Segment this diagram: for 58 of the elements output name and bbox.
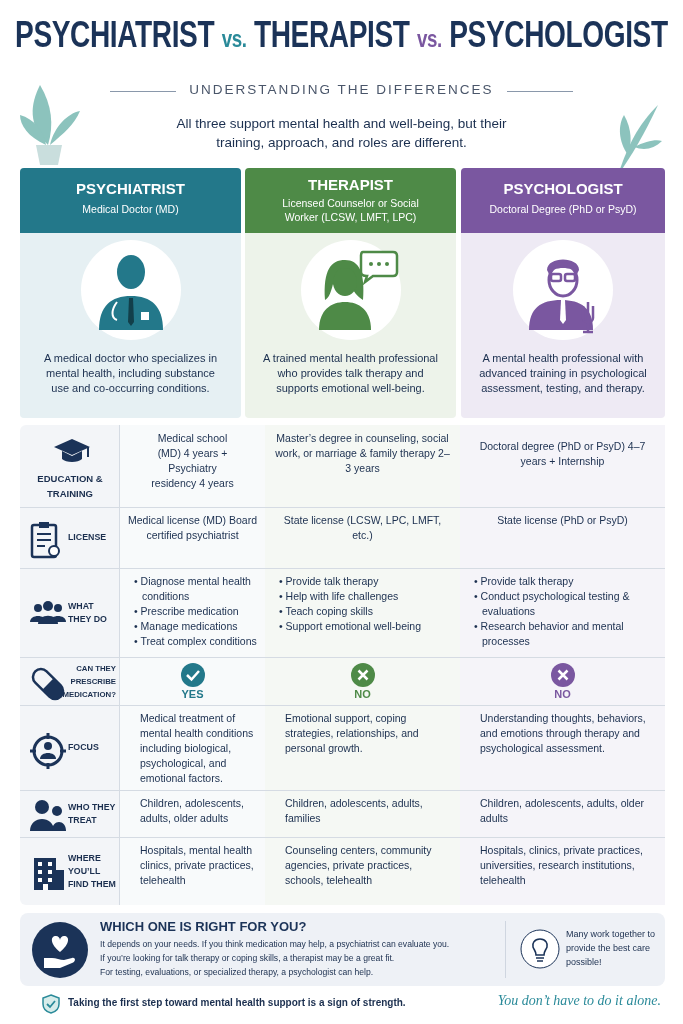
- row-heading: WHERE YOU’LL FIND THEM: [68, 851, 117, 891]
- cell-text: Children, adolescents, adults, families: [285, 796, 424, 826]
- bullet-item: • Diagnose mental health conditions: [134, 574, 252, 604]
- row-heading: EDUCATION & TRAINING: [36, 472, 104, 501]
- row-heading: FOCUS: [68, 741, 100, 754]
- profession-card: [245, 168, 456, 418]
- card-subheading: Medical Doctor (MD): [81, 202, 180, 216]
- cell-text: Hospitals, mental health clinics, private practices, telehealth: [140, 843, 255, 888]
- intro-text: All three support mental health and well-being, but their training, approach, and roles are different.: [175, 115, 508, 152]
- cell-text: Medical treatment of mental health conditions including biological, psychological, and emotional factors.: [140, 711, 255, 786]
- row-heading: LICENSE: [68, 531, 108, 544]
- card-heading: THERAPIST: [307, 176, 394, 193]
- cell-text: Emotional support, coping strategies, relationships, and personal growth.: [285, 711, 420, 756]
- cell-text: Understanding thoughts, behaviors, and emotions through therapy and psychological assessment.: [480, 711, 647, 756]
- side-note-text: Many work together to provide the best care possible!: [566, 928, 657, 969]
- profession-card: [461, 168, 665, 418]
- cell-text: State license (LCSW, LPC, LMFT, etc.): [282, 513, 443, 543]
- answer-text: NO: [553, 688, 572, 700]
- cell-text: Doctoral degree (PhD or PsyD) 4–7 years + Internship: [478, 439, 647, 469]
- panel-text: For testing, evaluations, or specialized therapy, a psychologist can help.: [100, 966, 375, 979]
- bullet-item: • Manage medications: [134, 619, 239, 634]
- card-heading: PSYCHOLOGIST: [502, 180, 624, 197]
- bullet-item: • Help with life challenges: [279, 589, 400, 604]
- cell-text: Medical school (MD) 4 years + Psychiatry residency 4 years: [150, 431, 235, 491]
- card-subheading: Licensed Counselor or Social Worker (LCSW, LMFT, LPC): [281, 196, 420, 224]
- card-heading: PSYCHIATRIST: [75, 180, 186, 197]
- bullet-item: • Teach coping skills: [279, 604, 374, 619]
- row-heading: WHAT THEY DO: [68, 599, 108, 626]
- closing-slogan: You don’t have to do it alone.: [497, 993, 661, 1009]
- cell-text: State license (PhD or PsyD): [496, 513, 629, 528]
- panel-heading: WHICH ONE IS RIGHT FOR YOU?: [100, 919, 307, 934]
- bullet-item: • Prescribe medication: [134, 604, 240, 619]
- footer-note: Taking the first step toward mental health support is a sign of strength.: [68, 997, 406, 1008]
- main-title: PSYCHIATRIST vs. THERAPIST vs. PSYCHOLOGIST: [15, 14, 668, 56]
- panel-text: It depends on your needs. If you think medication may help, a psychiatrist can evaluate you.: [100, 938, 451, 951]
- answer-text: YES: [180, 688, 205, 700]
- profession-card: [20, 168, 241, 418]
- cell-text: Children, adolescents, adults, older adults: [480, 796, 645, 826]
- cell-text: Medical license (MD) Board certified psychiatrist: [128, 513, 257, 543]
- advice-panel: [20, 913, 665, 986]
- bullet-item: • Support emotional well-being: [279, 619, 422, 634]
- cell-text: Children, adolescents, adults, older adults: [140, 796, 245, 826]
- card-subheading: Doctoral Degree (PhD or PsyD): [488, 202, 638, 216]
- cell-text: Master’s degree in counseling, social work, or marriage & family therapy 2–3 years: [274, 431, 451, 476]
- bullet-item: • Conduct psychological testing & evaluations: [474, 589, 631, 619]
- cell-text: Counseling centers, community agencies, private practices, schools, telehealth: [285, 843, 433, 888]
- row-heading: WHO THEY TREAT: [68, 800, 117, 827]
- bullet-item: • Provide talk therapy: [279, 574, 380, 589]
- card-description: A mental health professional with advanced training in psychological assessment, testing, and therapy.: [479, 351, 647, 396]
- bullet-item: • Provide talk therapy: [474, 574, 575, 589]
- bullet-item: • Research behavior and mental processes: [474, 619, 625, 649]
- cell-text: Hospitals, clinics, private practices, universities, research institutions, telehealth: [480, 843, 644, 888]
- card-description: A medical doctor who specializes in mental health, including substance use and co-occurring conditions.: [43, 351, 218, 396]
- subtitle: UNDERSTANDING THE DIFFERENCES: [188, 82, 495, 97]
- card-description: A trained mental health professional who provides talk therapy and supports emotional well-being.: [263, 351, 438, 396]
- bullet-item: • Treat complex conditions: [134, 634, 257, 649]
- answer-text: NO: [353, 688, 372, 700]
- panel-text: If you’re looking for talk therapy or coping skills, a therapist may be a great fit.: [100, 952, 396, 965]
